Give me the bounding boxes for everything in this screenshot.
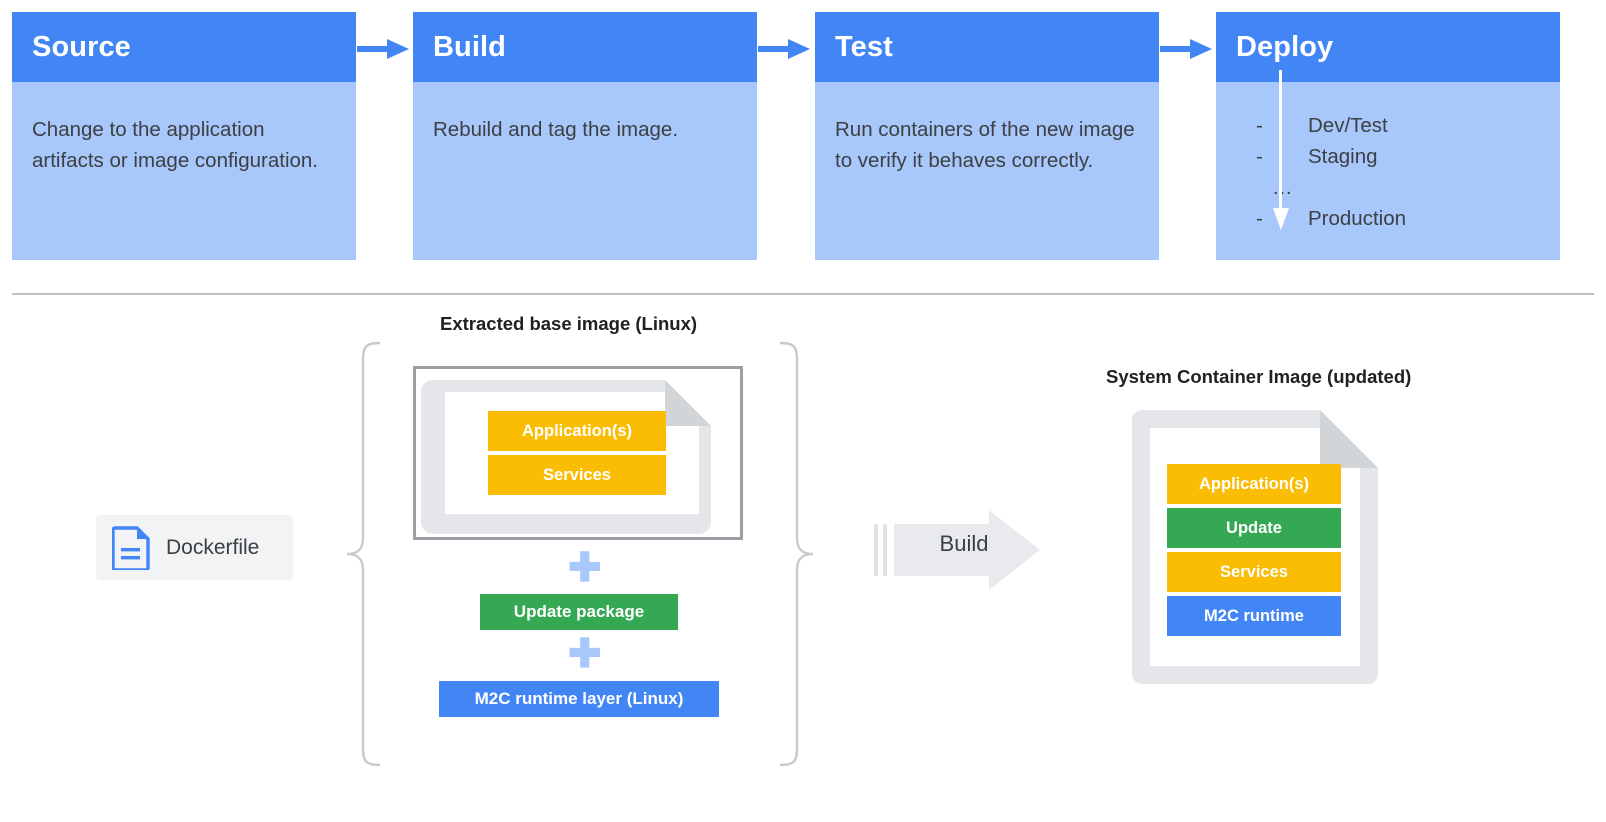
section-divider: [12, 293, 1594, 295]
deploy-environment-list: - Dev/Test - Staging … - Production: [1256, 110, 1560, 234]
plus-icon: ✚: [568, 632, 602, 676]
list-item: - Production: [1256, 203, 1560, 234]
plus-icon: ✚: [568, 546, 602, 590]
arrow-right-block-icon: [874, 510, 1040, 590]
dockerfile-label: Dockerfile: [166, 535, 260, 559]
stage-card-build: Build Rebuild and tag the image.: [413, 12, 757, 260]
stage-title-build: Build: [433, 30, 506, 63]
layer-m2c-runtime: M2C runtime: [1167, 596, 1341, 636]
arrow-right-icon: [758, 39, 810, 59]
stage-card-deploy: Deploy - Dev/Test - Staging … - Product: [1216, 12, 1560, 260]
list-item-label: Staging: [1308, 145, 1378, 168]
curly-brace-left-icon: [346, 341, 381, 767]
stage-body-deploy: - Dev/Test - Staging … - Production: [1216, 82, 1560, 234]
arrow-right-icon: [357, 39, 409, 59]
caption-extracted-base-image: Extracted base image (Linux): [440, 313, 698, 334]
list-item: …: [1256, 172, 1560, 203]
list-item-label: Dev/Test: [1308, 114, 1388, 137]
stage-header-test: Test: [815, 12, 1159, 82]
stage-title-deploy: Deploy: [1236, 30, 1334, 63]
stage-title-source: Source: [32, 30, 131, 63]
stage-header-build: Build: [413, 12, 757, 82]
stage-title-test: Test: [835, 30, 893, 63]
base-image-layer-stack: Application(s) Services: [488, 411, 666, 499]
stage-header-source: Source: [12, 12, 356, 82]
layer-services: Services: [1167, 552, 1341, 592]
pipeline-section: Source Change to the application artifac…: [0, 0, 1606, 294]
stage-card-source: Source Change to the application artifac…: [12, 12, 356, 260]
file-document-icon: [112, 525, 150, 570]
stage-body-build: Rebuild and tag the image.: [433, 118, 679, 141]
list-item-label: …: [1272, 176, 1294, 199]
arrow-down-icon: [1273, 70, 1289, 230]
list-item: - Dev/Test: [1256, 110, 1560, 141]
stage-body-source: Change to the application artifacts or i…: [32, 118, 318, 172]
list-marker: -: [1256, 207, 1263, 230]
stage-body-test: Run containers of the new image to verif…: [835, 118, 1135, 172]
dockerfile-chip[interactable]: Dockerfile: [96, 515, 293, 580]
list-marker: -: [1256, 145, 1263, 168]
system-image-layer-stack: Application(s) Update Services M2C runti…: [1167, 464, 1341, 640]
list-marker: -: [1256, 114, 1263, 137]
caption-system-container-image: System Container Image (updated): [1106, 366, 1412, 387]
curly-brace-right-icon: [779, 341, 814, 767]
arrow-right-icon: [1160, 39, 1212, 59]
layer-update-package: Update package: [480, 594, 678, 630]
layer-update: Update: [1167, 508, 1341, 548]
layer-applications: Application(s): [488, 411, 666, 451]
layer-m2c-runtime: M2C runtime layer (Linux): [439, 681, 719, 717]
layer-services: Services: [488, 455, 666, 495]
list-item: - Staging: [1256, 141, 1560, 172]
stage-card-test: Test Run containers of the new image to …: [815, 12, 1159, 260]
list-item-label: Production: [1308, 207, 1407, 230]
layer-applications: Application(s): [1167, 464, 1341, 504]
stage-header-deploy: Deploy: [1216, 12, 1560, 82]
